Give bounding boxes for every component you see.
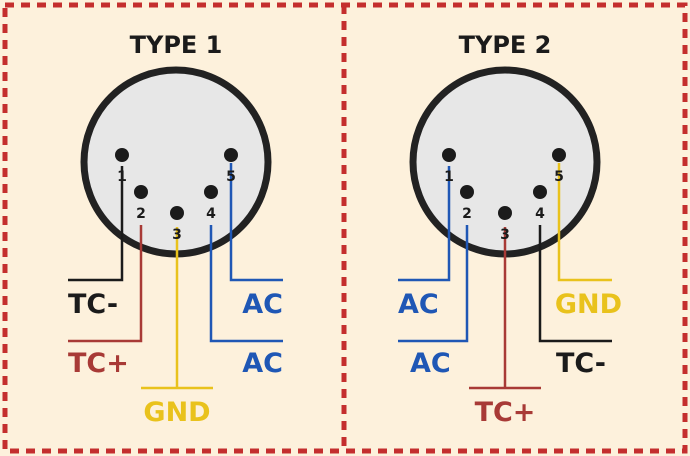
pin-1-dot (115, 148, 129, 162)
pin-4-label: AC (242, 348, 283, 379)
pin-2-number: 2 (136, 206, 146, 222)
wire-pin-1 (398, 166, 451, 282)
panel-title: TYPE 2 (459, 31, 552, 59)
pin-3-number: 3 (172, 227, 182, 243)
panel-title: TYPE 1 (130, 31, 223, 59)
wire-pin-2 (398, 225, 469, 343)
pin-3-number: 3 (500, 227, 510, 243)
pin-5-number: 5 (226, 169, 236, 185)
wire-pin-1 (68, 166, 124, 282)
pin-4-number: 4 (206, 206, 216, 222)
pin-5-number: 5 (554, 169, 564, 185)
wire-pin-4 (538, 225, 612, 343)
panel-type-2: TYPE 2 1 2 3 4 5 AC AC TC+ TC- GND (398, 31, 622, 428)
pin-3-label: TC+ (475, 397, 536, 428)
pin-4-dot (204, 185, 218, 199)
wire-pin-5 (229, 163, 283, 282)
pin-5-dot (552, 148, 566, 162)
pin-3-label: GND (143, 397, 210, 428)
pin-3-dot (498, 206, 512, 220)
pin-1-number: 1 (444, 169, 454, 185)
pin-5-dot (224, 148, 238, 162)
pin-1-label: AC (398, 289, 439, 320)
wire-pin-3 (141, 227, 213, 390)
pin-1-number: 1 (117, 169, 127, 185)
pin-3-dot (170, 206, 184, 220)
pin-2-dot (134, 185, 148, 199)
wire-pin-2 (68, 225, 143, 343)
pin-4-number: 4 (535, 206, 545, 222)
pin-5-label: GND (555, 289, 622, 320)
pin-2-label: TC+ (68, 348, 129, 379)
panel-type-1: TYPE 1 1 2 3 4 5 TC- TC+ GND AC AC (68, 31, 283, 428)
pin-1-dot (442, 148, 456, 162)
pin-2-dot (460, 185, 474, 199)
wire-pin-3 (469, 227, 541, 390)
wire-pin-5 (557, 163, 612, 282)
pin-5-label: AC (242, 289, 283, 320)
pin-1-label: TC- (68, 289, 118, 320)
pin-4-dot (533, 185, 547, 199)
pin-2-number: 2 (462, 206, 472, 222)
pin-2-label: AC (410, 348, 451, 379)
pin-4-label: TC- (556, 348, 606, 379)
wire-pin-4 (209, 225, 283, 343)
